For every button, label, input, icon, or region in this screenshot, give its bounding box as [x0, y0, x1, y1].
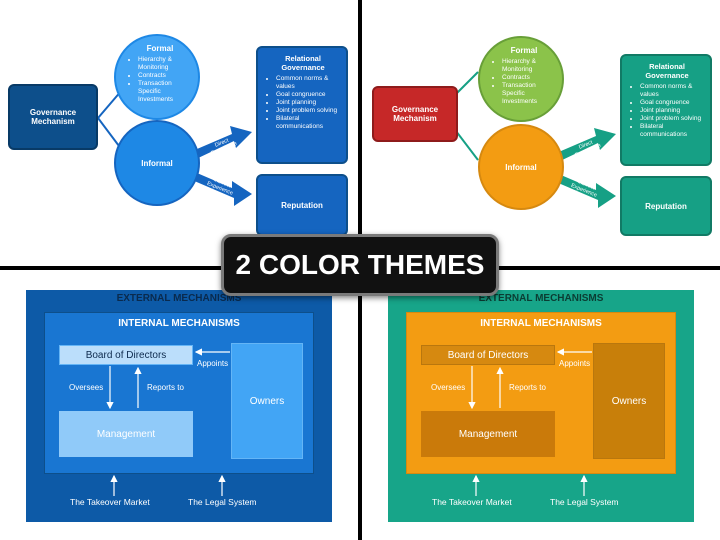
informal-title: Informal [141, 158, 173, 168]
formal-item: Hierarchy & Monitoring [502, 58, 556, 74]
legal-system-label: The Legal System [188, 497, 257, 507]
connector-lines [439, 71, 616, 208]
internal-mechanisms-panel: INTERNAL MECHANISMS Board of Directors M… [406, 312, 676, 474]
informal-circle: Informal [114, 120, 200, 206]
flow-arrows [468, 348, 592, 496]
board-of-directors-box: Board of Directors [59, 345, 193, 365]
formal-title: Formal [146, 44, 174, 53]
relational-governance-box: Relational Governance Common norms & val… [256, 46, 348, 164]
direct-arrow [554, 128, 616, 162]
relational-item: Joint problem solving [276, 107, 340, 115]
relational-item: Joint planning [640, 107, 704, 115]
governance-mechanism-box: Governance Mechanism [8, 84, 98, 150]
appoints-label: Appoints [197, 359, 229, 368]
external-mechanisms-panel-blue: EXTERNAL MECHANISMS INTERNAL MECHANISMS … [26, 290, 332, 522]
formal-circle: Formal Hierarchy & Monitoring Contracts … [114, 34, 200, 120]
relational-item: Common norms & values [640, 83, 704, 99]
reputation-box: Reputation [620, 176, 712, 236]
governance-mechanism-box: Governance Mechanism [372, 86, 458, 142]
external-title: EXTERNAL MECHANISMS [478, 293, 604, 304]
reports-to-label: Reports to [509, 383, 546, 392]
reputation-box: Reputation [256, 174, 348, 236]
formal-item: Transaction Specific Investments [138, 80, 192, 104]
informal-circle: Informal [478, 124, 564, 210]
relational-title: Relational Governance [281, 54, 325, 72]
relational-item: Joint planning [276, 99, 340, 107]
relational-item: Common norms & values [276, 75, 340, 91]
owners-box: Owners [593, 343, 665, 459]
legal-system-label: The Legal System [550, 497, 619, 507]
color-themes-badge: 2 COLOR THEMES [221, 234, 499, 296]
management-box: Management [421, 411, 555, 457]
relational-governance-box: Relational Governance Common norms & val… [620, 54, 712, 166]
takeover-market-label: The Takeover Market [70, 497, 150, 507]
reports-to-label: Reports to [147, 383, 184, 392]
appoints-label: Appoints [559, 359, 591, 368]
oversees-label: Oversees [69, 383, 104, 392]
board-of-directors-box: Board of Directors [421, 345, 555, 365]
takeover-market-label: The Takeover Market [432, 497, 512, 507]
flow-arrows [106, 348, 230, 496]
formal-item: Contracts [138, 72, 192, 80]
internal-mechanisms-panel: INTERNAL MECHANISMS Board of Directors M… [44, 312, 314, 474]
relational-item: Bilateral communications [276, 115, 340, 131]
formal-title: Formal [510, 46, 538, 55]
internal-title: INTERNAL MECHANISMS [118, 318, 240, 329]
external-mechanisms-panel-color: EXTERNAL MECHANISMS INTERNAL MECHANISMS … [388, 290, 694, 522]
oversees-label: Oversees [431, 383, 466, 392]
formal-item: Transaction Specific Investments [502, 82, 556, 106]
indirect-arrow [190, 170, 252, 206]
formal-circle: Formal Hierarchy & Monitoring Contracts … [478, 36, 564, 122]
management-box: Management [59, 411, 193, 457]
relational-title: Relational Governance [645, 62, 689, 80]
internal-title: INTERNAL MECHANISMS [480, 318, 602, 329]
formal-item: Hierarchy & Monitoring [138, 56, 192, 72]
relational-item: Bilateral communications [640, 123, 704, 139]
informal-title: Informal [505, 162, 537, 172]
owners-box: Owners [231, 343, 303, 459]
relational-item: Goal congruence [640, 99, 704, 107]
external-title: EXTERNAL MECHANISMS [116, 293, 242, 304]
indirect-arrow [554, 172, 616, 208]
relational-item: Joint problem solving [640, 115, 704, 123]
formal-item: Contracts [502, 74, 556, 82]
relational-item: Goal congruence [276, 91, 340, 99]
direct-arrow [190, 126, 252, 160]
